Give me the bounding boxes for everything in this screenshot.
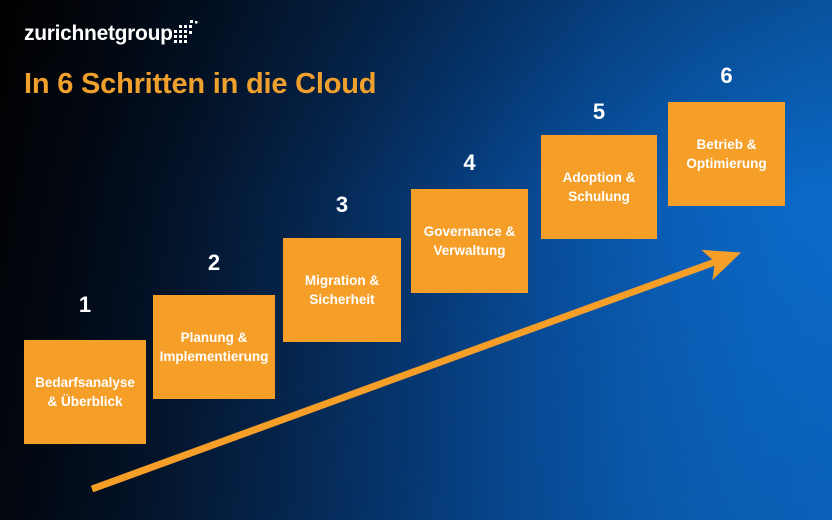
page-title: In 6 Schritten in die Cloud <box>24 68 377 100</box>
step-3-number: 3 <box>335 192 349 217</box>
step-6-box[interactable]: Betrieb & Optimierung <box>668 102 785 206</box>
step-6-number: 6 <box>720 63 733 88</box>
step-3-box[interactable]: Migration & Sicherheit <box>283 238 401 342</box>
step-1-label: Bedarfsanalyse & Überblick <box>35 375 135 409</box>
step-3-label: Migration & Sicherheit <box>304 273 380 307</box>
step-2-number: 2 <box>207 250 221 275</box>
dot-grid-icon <box>173 20 198 43</box>
step-2-box[interactable]: Planung & Implementierung <box>153 295 275 399</box>
brand-logo: zurichnetgroup <box>24 20 204 50</box>
progress-arrow-line <box>90 249 742 493</box>
step-5-box[interactable]: Adoption & Schulung <box>541 135 657 239</box>
step-4-number: 4 <box>463 150 476 175</box>
step-1-number: 1 <box>78 292 92 317</box>
step-6-label: Betrieb & Optimierung <box>686 137 767 171</box>
step-4-box[interactable]: Governance & Verwaltung <box>411 189 528 293</box>
step-4-label: Governance & Verwaltung <box>423 224 516 258</box>
step-1-box[interactable]: Bedarfsanalyse & Überblick <box>24 340 146 444</box>
brand-logo-text: zurichnetgroup <box>24 22 173 45</box>
step-5-number: 5 <box>592 99 606 124</box>
step-5-label: Adoption & Schulung <box>562 170 636 204</box>
step-2-label: Planung & Implementierung <box>159 330 269 364</box>
